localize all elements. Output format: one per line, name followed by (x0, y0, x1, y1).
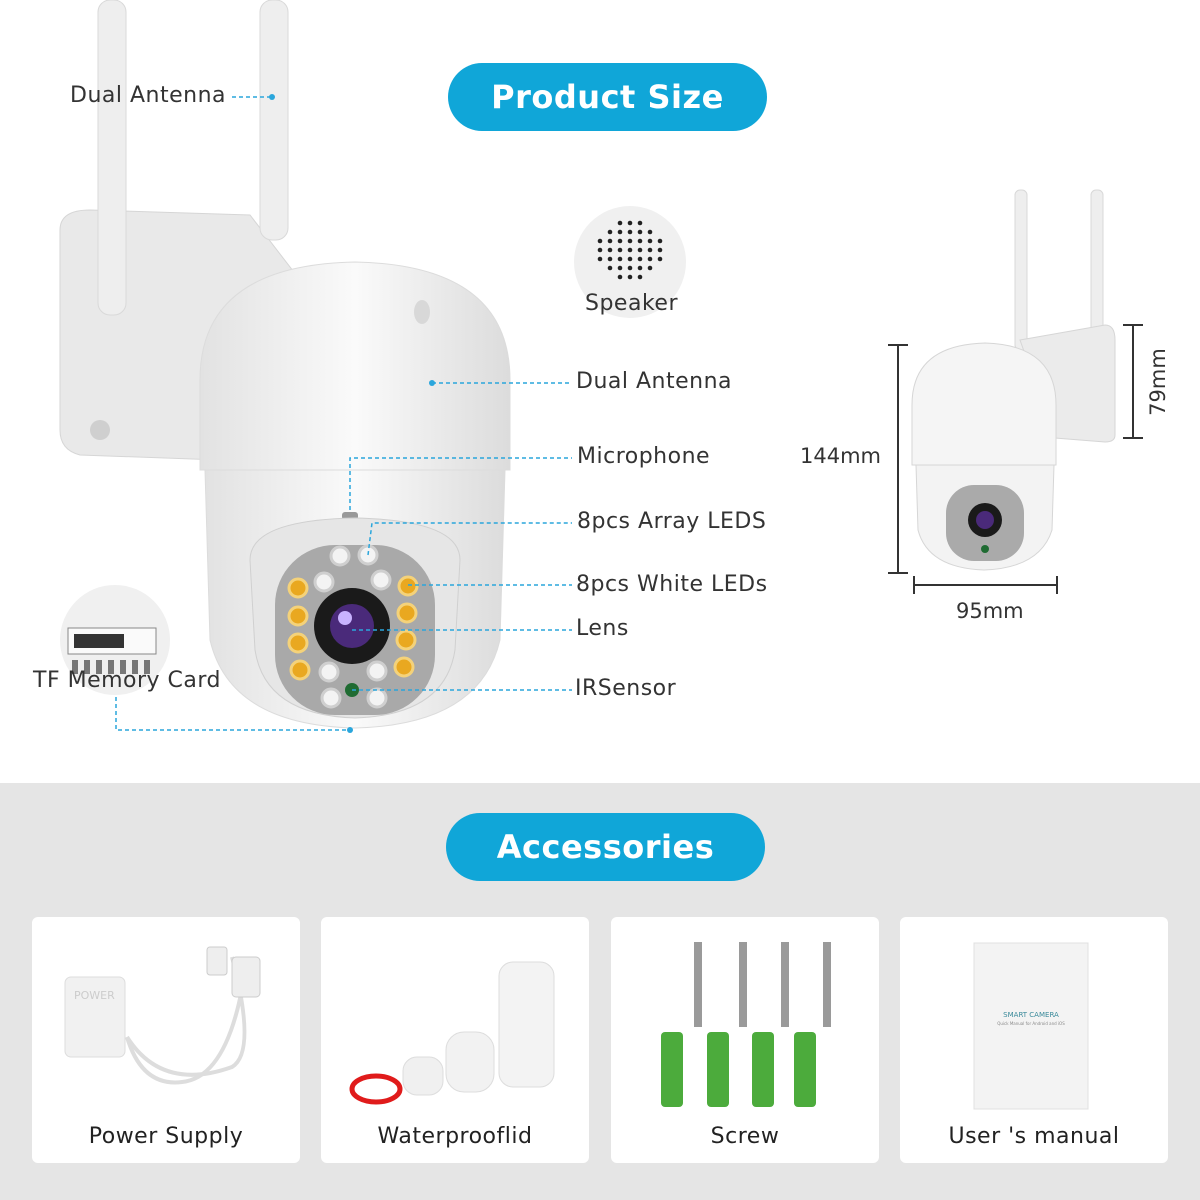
speaker-hole (627, 220, 633, 226)
accessory-card-power-supply: POWER Power Supply (32, 917, 300, 1163)
speaker-hole (657, 247, 663, 253)
speaker-hole (637, 274, 643, 280)
speaker-hole (637, 247, 643, 253)
speaker-hole (607, 229, 613, 235)
manual-image (973, 942, 1089, 1110)
dimension-height: 144mm (800, 444, 881, 468)
speaker-hole (607, 247, 613, 253)
label-top-antenna: Dual Antenna (70, 83, 226, 108)
speaker-hole (597, 247, 603, 253)
screws-image (661, 942, 831, 1107)
speaker-hole (627, 238, 633, 244)
antenna-left (97, 0, 127, 316)
label-ir-sensor: IRSensor (575, 676, 677, 701)
speaker-hole (627, 247, 633, 253)
speaker-hole (637, 256, 643, 262)
speaker-hole (637, 265, 643, 271)
accessories-banner: Accessories (446, 813, 765, 881)
speaker-hole (637, 220, 643, 226)
dimension-depth: 79mm (1145, 348, 1170, 416)
speaker-hole (647, 229, 653, 235)
speaker-hole (607, 256, 613, 262)
power-print: POWER (74, 989, 115, 1002)
accessory-card-waterproof-lid: Waterprooflid (321, 917, 589, 1163)
antenna-right (259, 0, 289, 241)
product-size-banner: Product Size (448, 63, 767, 131)
power-supply-image (64, 946, 261, 1085)
accessory-card-manual: SMART CAMERA Quick Manual for Android an… (900, 917, 1168, 1163)
speaker-hole (617, 265, 623, 271)
label-dome-antenna: Dual Antenna (576, 369, 732, 394)
speaker-hole (627, 256, 633, 262)
label-microphone: Microphone (577, 444, 711, 469)
manual-title: SMART CAMERA (1003, 1011, 1059, 1019)
speaker-hole (637, 238, 643, 244)
accessory-label: Screw (710, 1124, 780, 1149)
label-white-leds: 8pcs White LEDs (576, 572, 768, 597)
speaker-hole (627, 274, 633, 280)
speaker-hole (617, 274, 623, 280)
speaker-hole (657, 256, 663, 262)
speaker-hole (597, 256, 603, 262)
accessory-label: User 's manual (948, 1124, 1120, 1149)
dimension-width: 95mm (956, 599, 1024, 623)
accessory-label: Waterprooflid (377, 1124, 533, 1149)
label-array-leds: 8pcs Array LEDS (577, 509, 767, 534)
speaker-hole (627, 229, 633, 235)
label-tf-card: TF Memory Card (33, 668, 222, 693)
speaker-hole (647, 238, 653, 244)
label-speaker: Speaker (585, 291, 678, 316)
dimension-diagram (888, 189, 1143, 594)
speaker-hole (617, 238, 623, 244)
speaker-hole (647, 265, 653, 271)
accessory-label: Power Supply (88, 1124, 244, 1149)
speaker-hole (657, 238, 663, 244)
speaker-hole (627, 265, 633, 271)
speaker-hole (647, 247, 653, 253)
camera-illustration (59, 0, 686, 733)
speaker-hole (607, 238, 613, 244)
speaker-hole (647, 256, 653, 262)
speaker-hole (597, 238, 603, 244)
speaker-hole (617, 256, 623, 262)
speaker-hole (617, 220, 623, 226)
manual-subtitle: Quick Manual for Android and iOS (997, 1021, 1065, 1026)
speaker-hole (637, 229, 643, 235)
waterproof-lid-image (349, 961, 555, 1105)
speaker-hole (607, 265, 613, 271)
label-lens: Lens (576, 616, 629, 641)
accessory-card-screw: Screw (611, 917, 879, 1163)
speaker-hole (617, 229, 623, 235)
speaker-hole (617, 247, 623, 253)
speaker-icon (574, 206, 686, 318)
